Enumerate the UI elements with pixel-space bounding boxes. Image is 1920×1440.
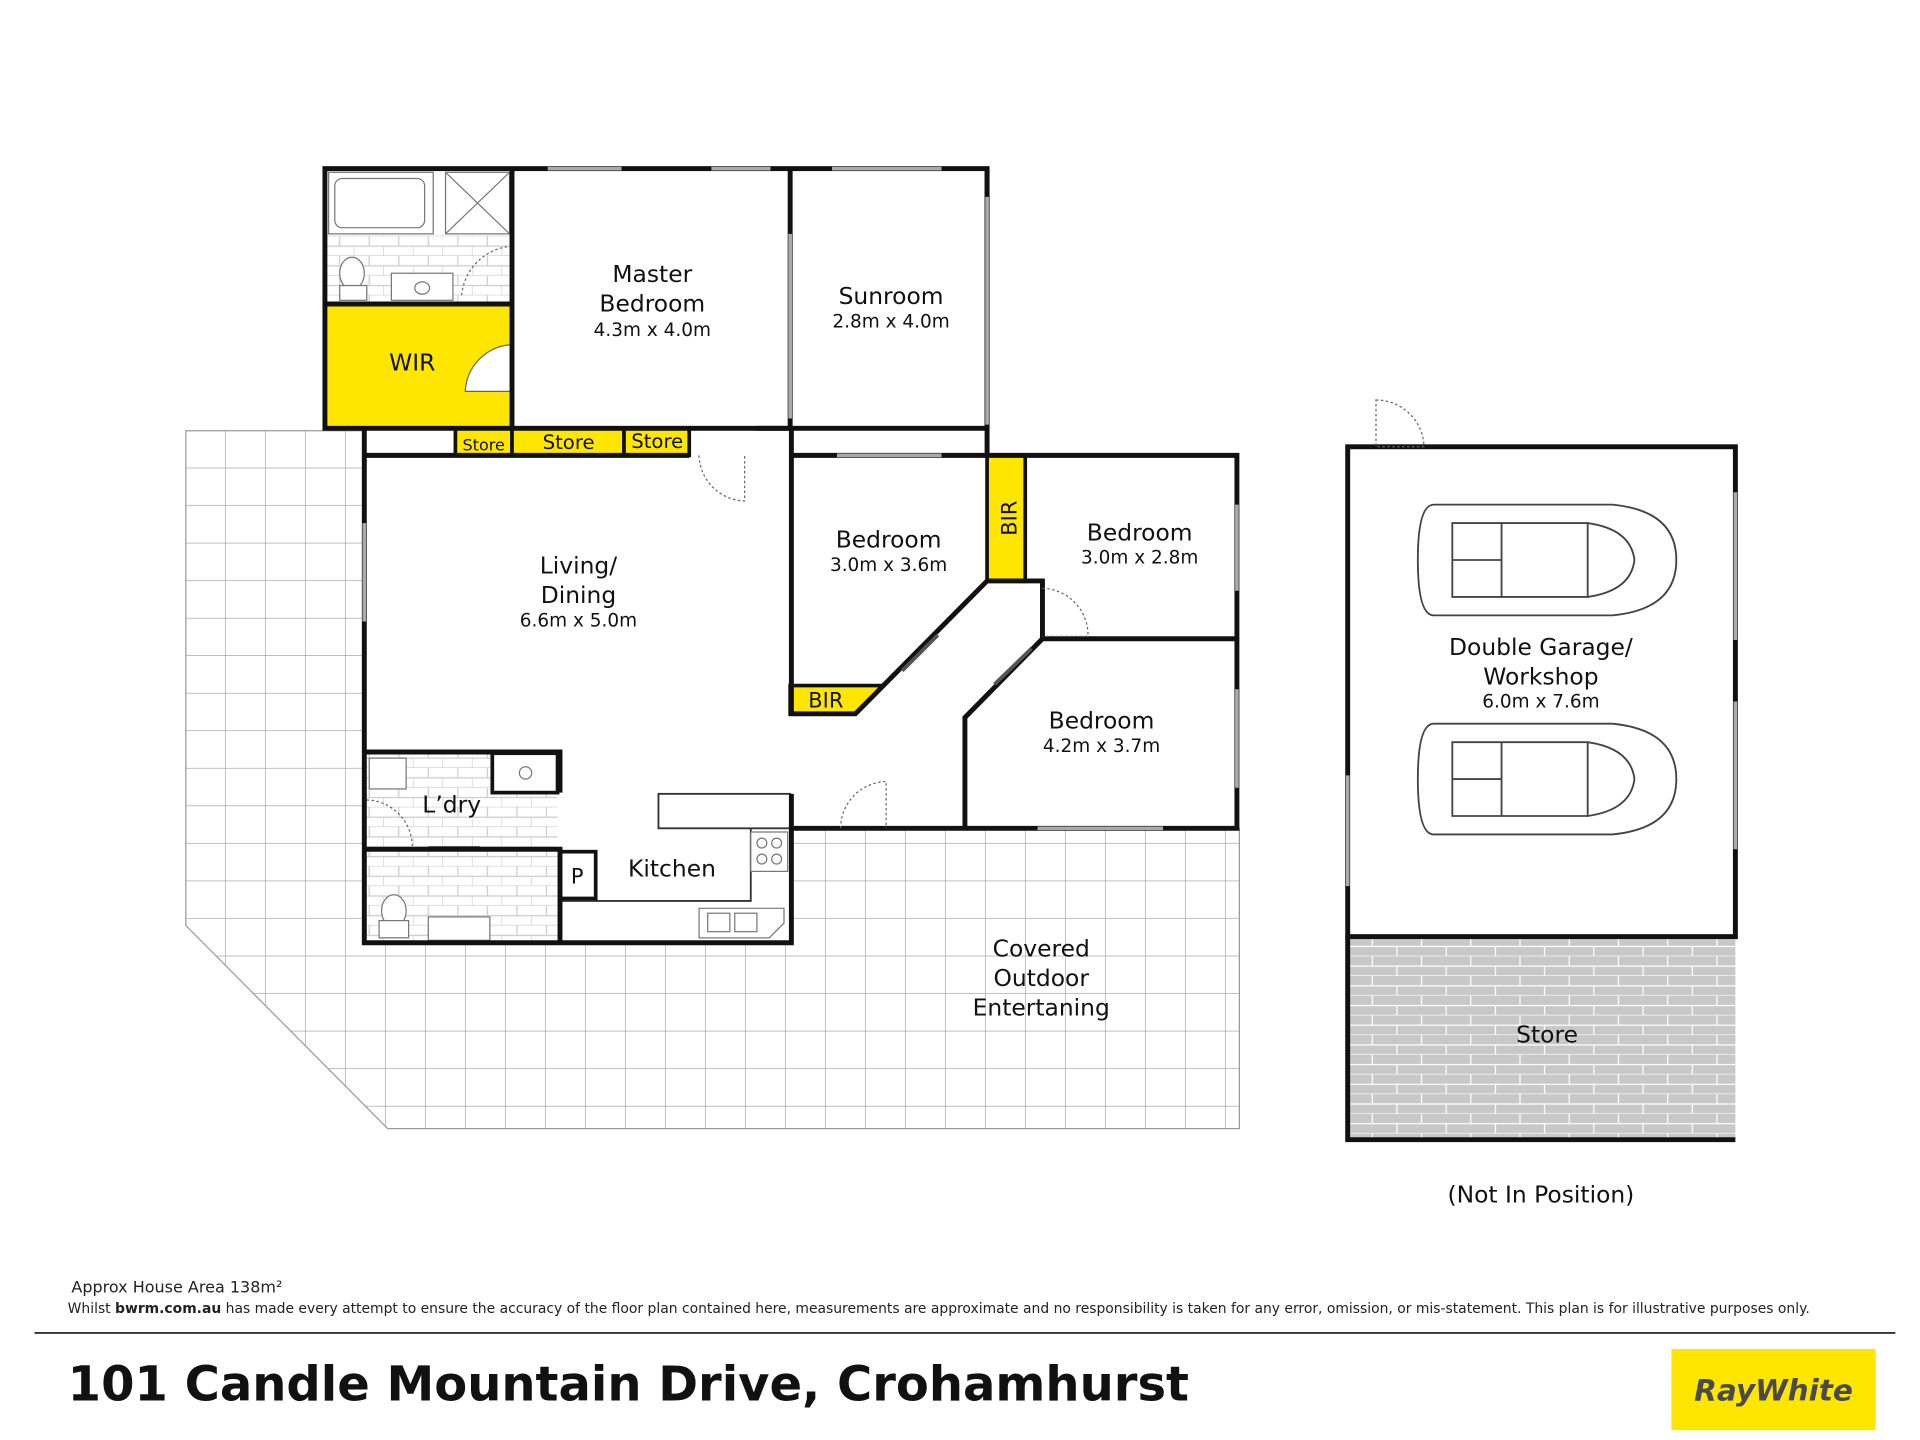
bedroom-a-label: Bedroom	[836, 526, 942, 554]
raywhite-logo-text: RayWhite	[1694, 1374, 1853, 1408]
living-label: Dining	[541, 581, 616, 609]
outdoor-label: Covered	[993, 934, 1090, 962]
bedroom-c-label: Bedroom	[1049, 707, 1155, 735]
store-label: Store	[463, 435, 505, 454]
cooktop-icon	[750, 831, 789, 872]
laundry-label: L’dry	[422, 790, 481, 818]
car-icon	[1416, 503, 1678, 617]
bir-horizontal-label: BIR	[808, 689, 843, 713]
basin-icon	[390, 272, 454, 301]
house-area: Approx House Area 138m²	[71, 1277, 282, 1296]
washer-icon	[490, 751, 560, 795]
sunroom-size: 2.8m x 4.0m	[832, 311, 949, 332]
toilet-icon	[339, 256, 365, 290]
living-label: Living/	[540, 552, 617, 580]
garage-store-label: Store	[1516, 1020, 1578, 1048]
disclaimer: Whilst bwrm.com.au has made every attemp…	[68, 1301, 1810, 1317]
garage-label: Workshop	[1483, 662, 1598, 690]
store-label: Store	[543, 431, 595, 454]
kitchen-island	[657, 792, 792, 830]
sink-icon	[698, 907, 785, 939]
bedroom-a-size: 3.0m x 3.6m	[830, 555, 947, 576]
bedroom-b-label: Bedroom	[1087, 518, 1193, 546]
basin-icon	[427, 916, 491, 941]
living-size: 6.6m x 5.0m	[520, 610, 637, 631]
pantry-label: P	[571, 865, 584, 889]
bathtub-icon	[328, 171, 434, 235]
bir-vertical	[985, 453, 1028, 583]
kitchen-label: Kitchen	[628, 854, 716, 882]
bedroom-b-size: 3.0m x 2.8m	[1081, 548, 1198, 569]
raywhite-logo	[1671, 1348, 1876, 1431]
site-link: bwrm.com.au	[115, 1301, 221, 1317]
car-icon	[1416, 722, 1678, 836]
master-bedroom-label: Bedroom	[599, 289, 705, 317]
master-bedroom-label: Master	[612, 260, 692, 288]
garage	[1345, 444, 1738, 940]
store-label: Store	[631, 430, 683, 453]
garage-label: Double Garage/	[1449, 633, 1633, 661]
property-address: 101 Candle Mountain Drive, Crohamhurst	[68, 1357, 1189, 1413]
master-bedroom-size: 4.3m x 4.0m	[594, 320, 711, 341]
not-in-position-note: (Not In Position)	[1448, 1180, 1635, 1208]
outdoor-label: Entertaning	[973, 993, 1110, 1021]
outdoor-label: Outdoor	[994, 964, 1090, 992]
wir-label: WIR	[389, 348, 435, 376]
sunroom-label: Sunroom	[839, 282, 944, 310]
garage-store	[1347, 936, 1736, 1140]
laundry-tub-icon	[368, 757, 407, 790]
garage-size: 6.0m x 7.6m	[1482, 692, 1599, 713]
bir-vertical-label: BIR	[998, 501, 1022, 536]
bedroom-c-size: 4.2m x 3.7m	[1043, 736, 1160, 757]
